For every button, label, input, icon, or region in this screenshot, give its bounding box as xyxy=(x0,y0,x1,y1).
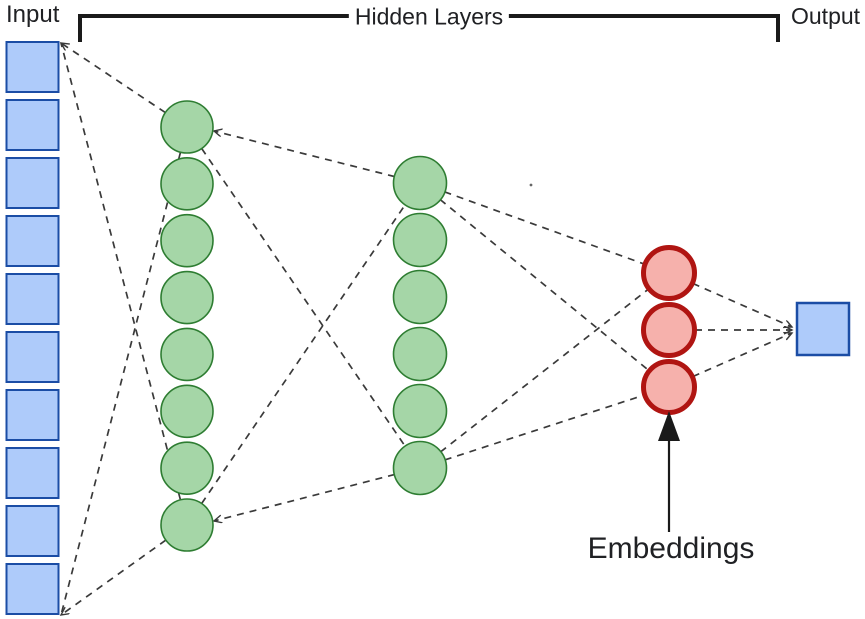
input-node xyxy=(5,273,60,325)
output-node xyxy=(795,301,851,357)
connection-line xyxy=(60,42,188,526)
input-node xyxy=(5,389,60,441)
input-node xyxy=(5,331,60,383)
connection-line xyxy=(419,272,670,469)
embeddings-label: Embeddings xyxy=(587,532,755,565)
embedding-node xyxy=(641,359,697,415)
connection-line xyxy=(419,182,670,274)
hidden2-node xyxy=(392,383,448,439)
hidden1-node xyxy=(160,498,214,552)
hidden1-node xyxy=(160,213,214,268)
connection-line xyxy=(668,333,792,388)
connection-line xyxy=(60,126,188,616)
input-node xyxy=(5,41,60,93)
input-node xyxy=(5,99,60,151)
artifact-dot xyxy=(529,183,533,187)
input-node xyxy=(5,157,60,209)
embedding-node xyxy=(641,302,697,358)
hidden2-node xyxy=(392,269,448,325)
connection-line xyxy=(186,126,421,469)
input-node xyxy=(5,447,60,499)
hidden1-node xyxy=(160,384,214,439)
connection-line xyxy=(419,182,670,388)
connection-line xyxy=(214,467,421,521)
input-label: Input xyxy=(6,1,60,28)
connection-line xyxy=(668,272,792,327)
hidden1-node xyxy=(160,441,214,495)
embeddings-arrow-head xyxy=(658,411,680,441)
input-node xyxy=(5,563,60,615)
hidden2-node xyxy=(392,212,448,268)
connection-line xyxy=(419,386,670,469)
hidden2-node xyxy=(392,155,448,211)
hidden2-node xyxy=(392,440,448,496)
connection-line xyxy=(214,131,421,184)
output-label: Output xyxy=(791,3,861,29)
hidden2-node xyxy=(392,326,448,382)
hidden-layers-label: Hidden Layers xyxy=(348,5,510,29)
hidden1-node xyxy=(160,270,214,325)
hidden1-node xyxy=(160,327,214,382)
embedding-node xyxy=(641,245,697,301)
input-node xyxy=(5,505,60,557)
hidden1-node xyxy=(160,157,214,211)
input-node xyxy=(5,215,60,267)
hidden1-node xyxy=(160,100,214,154)
connection-line xyxy=(186,182,421,526)
